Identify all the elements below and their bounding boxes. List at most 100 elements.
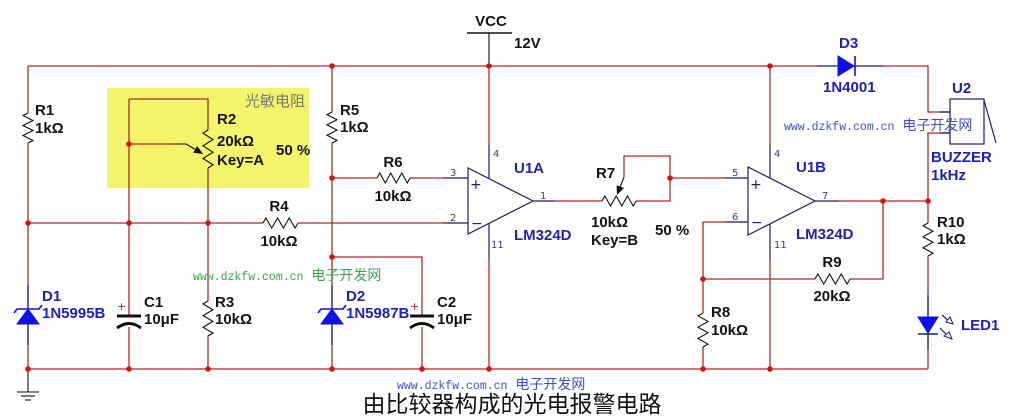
d2-part: 1N5987B xyxy=(346,305,410,322)
pin-number: 11 xyxy=(491,240,504,251)
led1-ref: LED1 xyxy=(961,317,999,334)
u2-ref: U2 xyxy=(952,80,971,97)
junction-dot xyxy=(486,63,492,69)
junction-dot xyxy=(700,366,706,372)
resistor-r3: R3 10kΩ xyxy=(201,294,252,337)
pin-number: 4 xyxy=(774,149,780,160)
resistor-icon xyxy=(601,194,637,208)
resistor-r9: R9 20kΩ xyxy=(813,254,850,305)
capacitor-curved-plate-icon xyxy=(409,322,435,330)
buzzer-frequency: 1kHz xyxy=(931,167,966,184)
u1b-part: LM324D xyxy=(796,226,854,243)
resistor-icon xyxy=(814,272,851,286)
wire-d3-buzzer xyxy=(883,65,950,113)
zener-bar-icon xyxy=(13,304,43,314)
junction-dot xyxy=(329,63,335,69)
buzzer-leads xyxy=(940,111,950,134)
junction-dot xyxy=(126,220,132,226)
u1b-pins xyxy=(725,145,838,260)
d2-ref: D2 xyxy=(346,288,365,305)
diode-icon xyxy=(837,55,855,77)
zener-d1: D1 1N5995B xyxy=(13,288,106,325)
r1-value: 1kΩ xyxy=(35,120,64,137)
junction-dot xyxy=(486,366,492,372)
resistor-r8: R8 10kΩ xyxy=(696,304,748,348)
junctions xyxy=(25,63,931,372)
potentiometer-r7: R7 10kΩ Key=B 50 % xyxy=(591,165,689,249)
d1-part: 1N5995B xyxy=(42,305,106,322)
d3-ref: D3 xyxy=(839,35,858,52)
junction-dot xyxy=(25,366,31,372)
junction-dot xyxy=(25,220,31,226)
pin-number: 2 xyxy=(450,213,456,224)
c2-ref: C2 xyxy=(437,294,456,311)
light-emission-arrows-icon xyxy=(939,314,954,340)
resistor-r4: R4 10kΩ xyxy=(260,198,299,250)
ground-icon xyxy=(17,391,39,401)
zener-d2: D2 1N5987B xyxy=(317,288,410,325)
photoresistor-note: 光敏电阻 xyxy=(245,92,305,110)
led1: LED1 xyxy=(917,314,999,340)
minus-input-symbol: − xyxy=(751,215,763,231)
wiper-arrow-icon xyxy=(193,146,203,154)
pin-number: 7 xyxy=(822,191,828,202)
resistor-icon xyxy=(201,300,215,337)
r7-key: Key=B xyxy=(591,232,638,249)
r6-ref: R6 xyxy=(383,154,402,171)
resistor-r1: R1 1kΩ xyxy=(21,102,64,144)
vcc-label: VCC xyxy=(475,13,507,30)
u1a-pins xyxy=(443,145,555,260)
r1-ref: R1 xyxy=(35,102,54,119)
plus-input-symbol: + xyxy=(470,177,482,193)
pin-number: 3 xyxy=(450,168,456,179)
r10-value: 1kΩ xyxy=(937,231,966,248)
zener-bar-icon xyxy=(317,304,347,314)
junction-dot xyxy=(329,175,335,181)
resistor-icon xyxy=(201,129,215,169)
r3-value: 10kΩ xyxy=(215,311,252,328)
r3-ref: R3 xyxy=(215,294,234,311)
r2-key: Key=A xyxy=(217,152,264,169)
resistor-icon xyxy=(921,222,935,257)
minus-input-symbol: − xyxy=(471,216,483,232)
opamp-icon xyxy=(747,166,817,236)
diode-d3: D3 1N4001 xyxy=(823,35,876,96)
r9-value: 20kΩ xyxy=(813,288,850,305)
diagram-title: 由比较器构成的光电报警电路 xyxy=(363,392,662,418)
pin-number: 1 xyxy=(540,191,546,202)
zener-diode-icon xyxy=(16,308,40,325)
wires xyxy=(27,33,950,392)
capacitor-c1: + C1 10μF xyxy=(116,294,179,330)
junction-dot xyxy=(667,175,673,181)
r9-ref: R9 xyxy=(822,254,841,271)
opamp-u1b: + − 4 5 6 7 11 U1B LM324D xyxy=(732,149,854,251)
resistor-icon xyxy=(325,111,339,144)
buzzer-icon xyxy=(949,98,985,145)
pin-number: 6 xyxy=(732,212,738,223)
led-icon xyxy=(917,316,939,334)
r8-ref: R8 xyxy=(711,304,730,321)
u1a-part: LM324D xyxy=(514,227,572,244)
plus-input-symbol: + xyxy=(750,177,762,193)
r7-setting: 50 % xyxy=(655,222,689,239)
u1b-ref: U1B xyxy=(796,159,826,176)
wiper-arrow-icon xyxy=(616,185,624,195)
junction-dot xyxy=(767,63,773,69)
buzzer-flare-icon xyxy=(983,99,997,144)
d3-part: 1N4001 xyxy=(823,79,876,96)
r4-value: 10kΩ xyxy=(260,233,297,250)
resistor-r5: R5 1kΩ xyxy=(325,102,369,144)
wiper-line xyxy=(175,143,199,152)
r5-ref: R5 xyxy=(340,102,359,119)
junction-dot xyxy=(880,198,886,204)
resistor-icon xyxy=(376,171,411,185)
resistor-r6: R6 10kΩ xyxy=(374,154,411,205)
buzzer-type: BUZZER xyxy=(931,149,992,166)
wire-u1b-minus xyxy=(702,221,725,369)
resistor-icon xyxy=(21,112,35,144)
c1-value: 10μF xyxy=(144,311,179,328)
junction-dot xyxy=(419,366,425,372)
pin-number: 4 xyxy=(493,149,499,160)
